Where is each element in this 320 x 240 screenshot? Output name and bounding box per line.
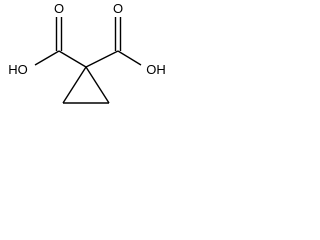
left-carbonyl-oxygen-label: O <box>54 1 64 16</box>
cyclopropane-ring <box>62 66 110 104</box>
right-carbonyl-oxygen-label: O <box>113 1 123 16</box>
left-carboxyl-group: O HO <box>8 1 87 77</box>
right-c-oh-bond <box>117 50 142 66</box>
right-c-c-bond <box>85 50 119 68</box>
right-carboxyl-group: O OH <box>85 1 166 77</box>
cyclopropane-dicarboxylic-acid-structure: O HO O OH <box>8 1 166 104</box>
left-hydroxyl-label: HO <box>8 62 28 77</box>
left-c-c-bond <box>58 50 87 68</box>
right-hydroxyl-label: OH <box>146 62 166 77</box>
left-c-oh-bond <box>34 50 60 66</box>
ring-bond-right <box>85 66 110 104</box>
ring-bond-left <box>62 66 87 104</box>
